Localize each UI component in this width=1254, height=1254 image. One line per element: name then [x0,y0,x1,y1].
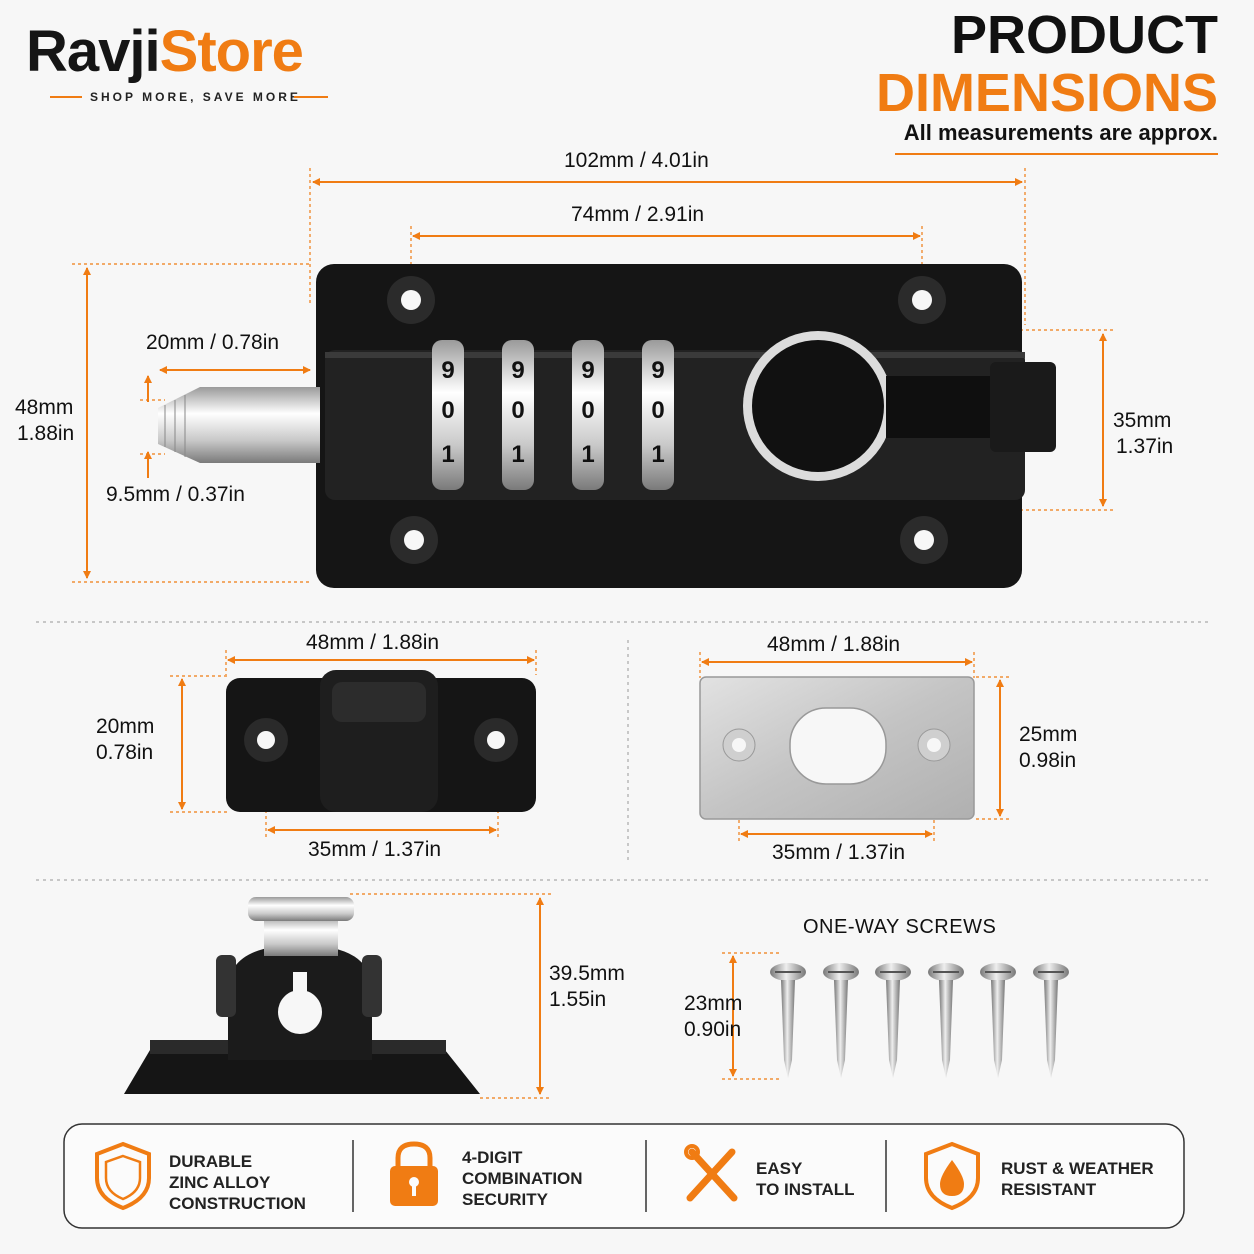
dial-digit: 1 [581,441,594,468]
screws-title: ONE-WAY SCREWS [803,916,997,938]
keeper [226,670,536,812]
slide-knob [743,331,1056,481]
label-slider-in: 1.37in [1116,435,1174,458]
feature-line: SECURITY [462,1190,548,1209]
brand-tagline-line-right [294,96,328,98]
screw [980,963,1016,1078]
feature-line: EASY [756,1159,803,1178]
screw [770,963,806,1078]
dial-digit: 9 [511,357,524,384]
brand-name-dark: Ravji [26,19,161,84]
dial-digit: 9 [581,357,594,384]
feature-line: ZINC ALLOY [169,1173,271,1192]
dial-digit: 0 [581,397,594,424]
page-title-line1: PRODUCT [951,5,1218,65]
feature-line: TO INSTALL [756,1180,855,1199]
screw [875,963,911,1078]
brand-tagline-line-left [50,96,82,98]
label-strike-height-in: 0.98in [1019,749,1077,772]
feature-combination: 4-DIGIT COMBINATION SECURITY [462,1147,583,1210]
feature-easy-install: EASY TO INSTALL [756,1158,855,1200]
label-keeper-hole-spacing: 35mm / 1.37in [308,838,442,861]
dial-digit: 1 [441,441,454,468]
features-bar [63,1123,1185,1229]
subtitle-underline [895,153,1218,155]
dial-digit: 0 [441,397,454,424]
dim-screws [722,952,780,1080]
dial-digit: 9 [441,357,454,384]
label-bolt-diameter: 9.5mm / 0.37in [106,483,245,506]
padlock-icon [390,1141,438,1206]
strike-plate [699,676,975,820]
mount-hole [387,276,948,564]
lock-bolt [158,387,320,463]
screw [823,963,859,1078]
dial-digits-group: 9 0 1 9 0 1 9 0 1 9 0 1 [441,357,664,468]
dim-bolt [140,366,311,478]
brand-name-orange: Store [159,19,304,84]
feature-line: CONSTRUCTION [169,1194,306,1213]
label-height-in: 1.88in [17,422,75,445]
dial-digit: 9 [651,357,664,384]
main-lock [158,264,1056,588]
label-hole-spacing: 74mm / 2.91in [571,203,705,226]
dial-digit: 0 [651,397,664,424]
brand-tagline: SHOP MORE, SAVE MORE [90,90,301,104]
label-keeper-height-in: 0.78in [96,741,154,764]
screw [928,963,964,1078]
feature-line: 4-DIGIT [462,1148,523,1167]
label-bolt-length: 20mm / 0.78in [146,331,280,354]
page-title-line2: DIMENSIONS [875,63,1218,123]
feature-line: RESISTANT [1001,1180,1097,1199]
brand-logo: RavjiStore [26,18,304,85]
shield-icon [95,1141,151,1211]
water-shield-icon [924,1141,980,1211]
label-keeper-width: 48mm / 1.88in [306,631,440,654]
label-strike-height-mm: 25mm [1019,723,1078,746]
feature-line: COMBINATION [462,1169,583,1188]
label-screw-length-mm: 23mm [684,992,743,1015]
screws-group [770,963,1069,1078]
label-latch-height-mm: 39.5mm [549,962,625,985]
page-subtitle: All measurements are approx. [903,120,1218,145]
label-overall-length: 102mm / 4.01in [564,149,709,172]
label-strike-width: 48mm / 1.88in [767,633,901,656]
label-latch-height-in: 1.55in [549,988,607,1011]
combination-dials [432,340,674,490]
label-strike-hole-spacing: 35mm / 1.37in [772,841,906,864]
dim-overall-length [309,168,1026,325]
dial-digit: 1 [651,441,664,468]
dial-digit: 0 [511,397,524,424]
feature-rust-resistant: RUST & WEATHER RESISTANT [1001,1158,1154,1200]
feature-line: DURABLE [169,1152,253,1171]
dial-digit: 1 [511,441,524,468]
latch [124,897,480,1094]
dim-height [72,263,312,583]
label-keeper-height-mm: 20mm [96,715,155,738]
tools-icon [684,1144,738,1202]
label-screw-length-in: 0.90in [684,1018,742,1041]
feature-line: RUST & WEATHER [1001,1159,1154,1178]
label-slider-mm: 35mm [1113,409,1172,432]
feature-durable: DURABLE ZINC ALLOY CONSTRUCTION [169,1151,306,1214]
screw [1033,963,1069,1078]
dim-latch [350,893,552,1099]
dim-slider [1020,329,1115,511]
label-height-mm: 48mm [15,396,74,419]
